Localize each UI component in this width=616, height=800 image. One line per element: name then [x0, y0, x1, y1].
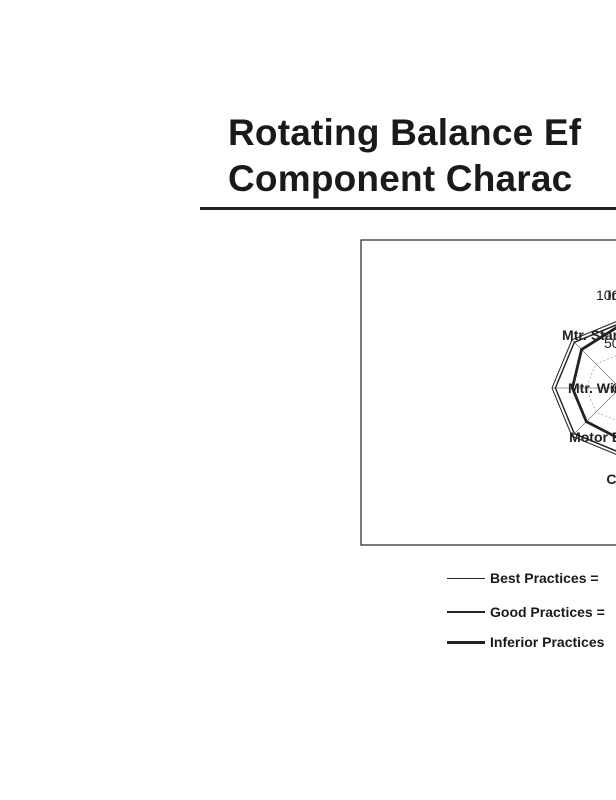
series-2-polygon	[570, 326, 616, 439]
legend-good: Good Practices =	[447, 604, 605, 620]
tick-label: 50	[604, 335, 616, 351]
legend-line-good	[447, 611, 485, 613]
axis-label: Motor Brg life	[569, 429, 616, 445]
legend-line-inferior	[447, 640, 485, 644]
title-line-1: Rotating Balance Ef	[228, 112, 582, 153]
legend-best: Best Practices =	[447, 570, 599, 586]
radar-spoke	[571, 339, 616, 385]
tick-label: 100	[596, 287, 616, 303]
axis-label: Imp	[608, 287, 616, 303]
legend-label-best: Best Practices =	[490, 570, 599, 586]
axis-label: Mtr. Winding life	[568, 380, 616, 396]
legend-label-good: Good Practices =	[490, 604, 605, 620]
series-1-polygon	[554, 324, 616, 452]
axis-label: Cou	[606, 471, 616, 487]
legend-label-inferior: Inferior Practices	[490, 634, 605, 650]
legend-line-best	[447, 577, 485, 579]
title-line-2: Component Charac	[228, 158, 573, 199]
radar-spoke	[571, 391, 616, 437]
title-rule	[200, 207, 616, 210]
axis-label: Mtr. Starter life	[562, 327, 616, 343]
chart-frame	[360, 239, 616, 546]
legend-inferior: Inferior Practices	[447, 634, 604, 650]
series-0-polygon	[551, 321, 616, 455]
tick-label: 0	[612, 380, 616, 396]
